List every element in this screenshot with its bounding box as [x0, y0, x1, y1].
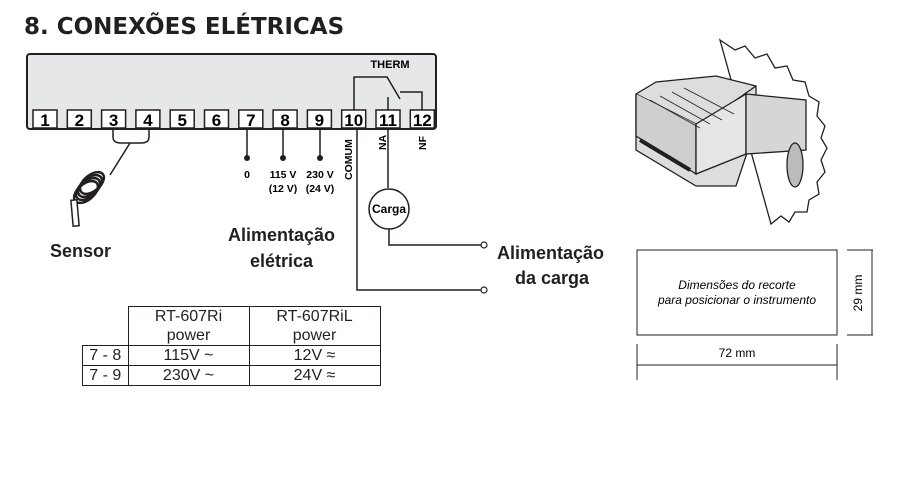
terminal-9-voltage: 230 V	[306, 169, 333, 181]
sensor-probe-icon	[70, 198, 80, 228]
terminal-number: 8	[280, 111, 289, 130]
terminal-3	[100, 109, 127, 129]
supply-label-1: Alimentação	[228, 225, 336, 245]
table-cell: 12V ≈	[248, 345, 381, 366]
terminal-8-voltage: 115 V	[270, 169, 297, 181]
terminal-6	[203, 109, 230, 129]
terminal-9-voltage-alt: (24 V)	[306, 183, 335, 195]
table-cell: 7 - 9	[82, 365, 129, 386]
terminal-number: 6	[212, 111, 221, 130]
cutout-text-1: Dimensões do recorte	[678, 278, 796, 292]
terminal-number: 10	[344, 111, 363, 130]
controller-body	[26, 53, 437, 130]
table-cell: 7 - 8	[82, 345, 129, 366]
terminal-9	[306, 109, 333, 129]
supply-label-2: elétrica	[250, 251, 314, 271]
terminal-number: 5	[177, 111, 186, 130]
load-label: Carga	[372, 202, 406, 216]
table-row: 7 - 9 230V ~ 24V ≈	[82, 365, 381, 386]
terminal-4	[135, 109, 161, 129]
relay-contact	[353, 76, 401, 110]
terminal-number: 3	[109, 111, 118, 130]
terminal-number: 2	[75, 111, 84, 130]
terminal-number: 1	[40, 111, 49, 130]
terminal-5	[169, 109, 195, 129]
terminal-number: 4	[143, 111, 153, 130]
terminal-number: 12	[413, 111, 432, 130]
terminal-1	[32, 109, 58, 129]
table-header	[83, 307, 129, 346]
load-supply-label-2: da carga	[515, 268, 590, 288]
sensor-wire	[109, 129, 150, 176]
therm-label: THERM	[370, 59, 409, 71]
cutout-width: 72 mm	[719, 346, 756, 360]
cutout-height: 29 mm	[851, 275, 865, 312]
na-label: NA	[377, 134, 389, 150]
table-header-row: RT-607Ri power RT-607RiL power	[83, 306, 381, 346]
table-cell: 115V ~	[127, 345, 250, 366]
terminal-7	[238, 109, 264, 129]
terminal-8-voltage-alt: (12 V)	[269, 183, 298, 195]
table-cell: 230V ~	[127, 365, 250, 386]
table-row: 7 - 8 115V ~ 12V ≈	[82, 345, 381, 366]
sensor-label: Sensor	[50, 241, 112, 261]
comum-label: COMUM	[343, 139, 355, 180]
instrument-illustration	[635, 38, 828, 226]
terminal-number: 9	[315, 111, 324, 130]
table-header: RT-607Ri power	[127, 306, 250, 346]
terminal-number: 11	[379, 111, 397, 130]
table-header: RT-607RiL power	[248, 306, 381, 346]
cutout-text-2: para posicionar o instrumento	[657, 293, 816, 307]
nf-label: NF	[417, 135, 429, 150]
table-cell: 24V ≈	[248, 365, 381, 386]
load-supply-label-1: Alimentação	[497, 243, 605, 263]
terminal-7-voltage: 0	[244, 169, 250, 181]
sensor-coil-icon	[72, 170, 106, 205]
power-table: RT-607Ri power RT-607RiL power 7 - 8 115…	[82, 306, 381, 386]
terminal-number: 7	[246, 111, 255, 130]
section-title: 8. CONEXÕES ELÉTRICAS	[24, 14, 345, 40]
cutout-outline	[636, 249, 838, 336]
terminal-8	[272, 109, 298, 129]
terminal-2	[66, 109, 93, 129]
